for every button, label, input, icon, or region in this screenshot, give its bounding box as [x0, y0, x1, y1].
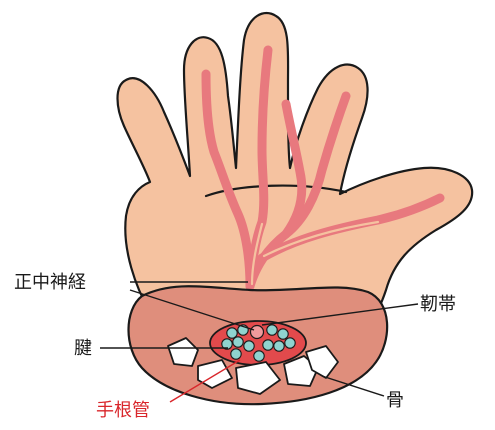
tendon [263, 340, 273, 350]
tendon [233, 337, 243, 347]
tendon [274, 341, 284, 351]
tendon [254, 351, 264, 361]
tendon [267, 325, 277, 335]
tendon [244, 341, 254, 351]
tendon [231, 349, 241, 359]
label-ligament: 靭帯 [420, 294, 456, 315]
hand-outline [118, 13, 473, 326]
median-nerve-section [251, 326, 264, 339]
tendon [278, 329, 288, 339]
tendon [227, 328, 237, 338]
label-median-nerve: 正中神経 [14, 272, 86, 293]
label-carpal-tunnel: 手根管 [96, 400, 150, 421]
label-tendon: 腱 [74, 338, 92, 359]
tendon [285, 338, 295, 348]
label-bone: 骨 [386, 390, 404, 411]
